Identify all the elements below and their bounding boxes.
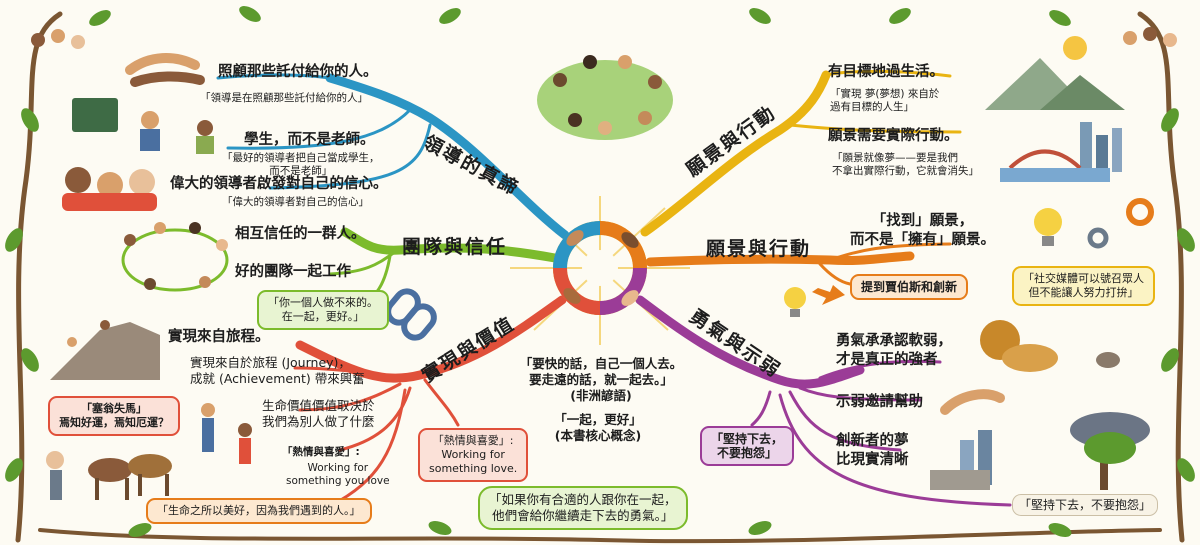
vision-dream-quote: 「實現 夢(夢想) 來自於 過有目標的人生」 bbox=[830, 88, 940, 113]
courage-dream: 創新者的夢 比現實清晰 bbox=[836, 433, 909, 468]
team-trust: 相互信任的一群人。 bbox=[235, 226, 366, 242]
branch-courage-admit bbox=[818, 359, 942, 380]
branch-leadership bbox=[325, 73, 570, 240]
team-together: 好的團隊一起工作 bbox=[235, 264, 351, 280]
branch-vision-top bbox=[640, 70, 831, 237]
leadership-students-quote: 「最好的領導者把自己當成學生， 而不是老師」 bbox=[222, 152, 380, 177]
value-passion-en: Working for something you love bbox=[286, 462, 390, 487]
leaf-decorations bbox=[5, 6, 1195, 537]
leadership-care: 照顧那些託付給你的人。 bbox=[218, 64, 378, 80]
branch-vision-jobs bbox=[818, 262, 852, 286]
branch-vision-find bbox=[828, 242, 952, 262]
branch-leadership-care bbox=[216, 73, 332, 80]
branch-team bbox=[340, 227, 560, 263]
illustration-people-corner-right bbox=[1123, 27, 1177, 47]
center-quote: 「要快的話，自己一個人去。 要走遠的話，就一起去。」 (非洲諺語) bbox=[519, 356, 683, 403]
illustration-city-storm-tree bbox=[930, 412, 1150, 490]
illustration-circle-of-people bbox=[537, 55, 673, 140]
value-journey: 實現來自旅程。 bbox=[168, 329, 270, 345]
vision-dream-vanish: 「願景就像夢——要是我們 不拿出實際行動，它就會消失」 bbox=[832, 152, 979, 177]
topic-vision-mid: 願景與行動 bbox=[706, 238, 812, 260]
value-passion-label: 「熱情與喜愛」: bbox=[282, 446, 360, 458]
illustration-lightbulb-small bbox=[784, 287, 806, 317]
courage-persist-quote: 「堅持下去，不要抱怨」 bbox=[1012, 494, 1159, 516]
branch-leadership-students bbox=[226, 108, 412, 150]
branch-courage-box bbox=[750, 390, 772, 427]
bottom-quote-box: 「如果你有合適的人跟你在一起， 他們會給你繼續走下去的勇氣。」 bbox=[478, 486, 688, 530]
leadership-inspire-quote: 「偉大的領導者對自己的信心」 bbox=[222, 196, 369, 208]
illustration-horses bbox=[46, 451, 172, 500]
courage-help: 示弱邀請幫助 bbox=[836, 394, 923, 410]
leadership-students: 學生，而不是老師。 bbox=[244, 132, 375, 148]
illustration-team-circle bbox=[121, 222, 229, 292]
value-journey-desc: 實現來自於旅程 (Journey)， 成就 (Achievement) 帶來興奮 bbox=[190, 355, 365, 386]
illustration-bridge-city bbox=[1000, 122, 1122, 182]
value-saiweng-bubble: 「塞翁失馬」 焉知好運，焉知厄運？ bbox=[48, 396, 180, 436]
vision-purpose: 有目標地過生活。 bbox=[828, 64, 944, 80]
topic-team: 團隊與信任 bbox=[402, 236, 508, 258]
team-together-quote-box: 「你一個人做不來的。 在一起，更好。」 bbox=[257, 290, 389, 330]
branch-courage bbox=[635, 295, 865, 389]
branch-value-journey bbox=[293, 366, 407, 380]
value-life-quote-box: 「生命之所以美好，因為我們遇到的人。」 bbox=[146, 498, 372, 524]
branch-team-together bbox=[328, 250, 397, 276]
branch-courage-dream bbox=[788, 390, 902, 452]
leadership-care-quote: 「領導是在照顧那些託付給你的人」 bbox=[200, 92, 368, 104]
branch-courage-quote bbox=[778, 393, 1012, 507]
vision-find: 「找到」願景， 而不是「擁有」願景。 bbox=[850, 213, 995, 248]
branch-courage-help bbox=[798, 386, 922, 402]
branch-vision-mid bbox=[645, 251, 915, 267]
illustration-lion-mouse bbox=[980, 320, 1120, 372]
center-hands-emblem bbox=[553, 221, 647, 315]
branch-value-life bbox=[298, 382, 402, 412]
illustration-helping-hand bbox=[940, 389, 1005, 415]
illustration-mountain-sunrise bbox=[985, 36, 1125, 110]
branch-vision-action bbox=[788, 123, 962, 134]
illustration-people-corner-left bbox=[31, 29, 85, 49]
illustration-classroom bbox=[72, 98, 214, 154]
branch-vision-purpose bbox=[824, 69, 952, 78]
branch-leadership-inspire bbox=[268, 123, 432, 190]
value-passion-box: 「熱情與喜愛」: Working for something love. bbox=[418, 428, 529, 482]
arrow-to-lightbulb bbox=[812, 285, 845, 305]
illustration-helping-people bbox=[201, 403, 252, 464]
courage-admit: 勇氣承承認軟弱， 才是真正的強者 bbox=[836, 333, 952, 368]
illustration-faces bbox=[62, 167, 157, 211]
vision-action: 願景需要實際行動。 bbox=[828, 128, 959, 144]
illustration-mountain-climb bbox=[50, 320, 160, 380]
vision-social-quote-box: 「社交媒體可以號召眾人 但不能讓人努力打拚」 bbox=[1012, 266, 1155, 306]
illustration-handshake bbox=[125, 53, 205, 87]
illustration-lightbulb-gears bbox=[1034, 198, 1154, 249]
branch-value-box bbox=[423, 378, 460, 427]
branch-value-passion bbox=[338, 386, 412, 452]
courage-persist-box: 「堅持下去， 不要抱怨」 bbox=[700, 426, 795, 466]
branch-value bbox=[295, 295, 567, 383]
value-value-desc: 生命價值價值取決於 我們為別人做了什麼 bbox=[262, 398, 375, 429]
leadership-inspire: 偉大的領導者啟發對自己的信心。 bbox=[170, 176, 388, 192]
border-vines bbox=[15, 11, 1185, 544]
illustration-chain-links bbox=[385, 288, 437, 341]
vision-jobs-box: 提到賈伯斯和創新 bbox=[850, 274, 969, 300]
branch-value-quote bbox=[328, 388, 407, 508]
center-core-concept: 「一起，更好」 (本書核心概念) bbox=[554, 412, 642, 443]
